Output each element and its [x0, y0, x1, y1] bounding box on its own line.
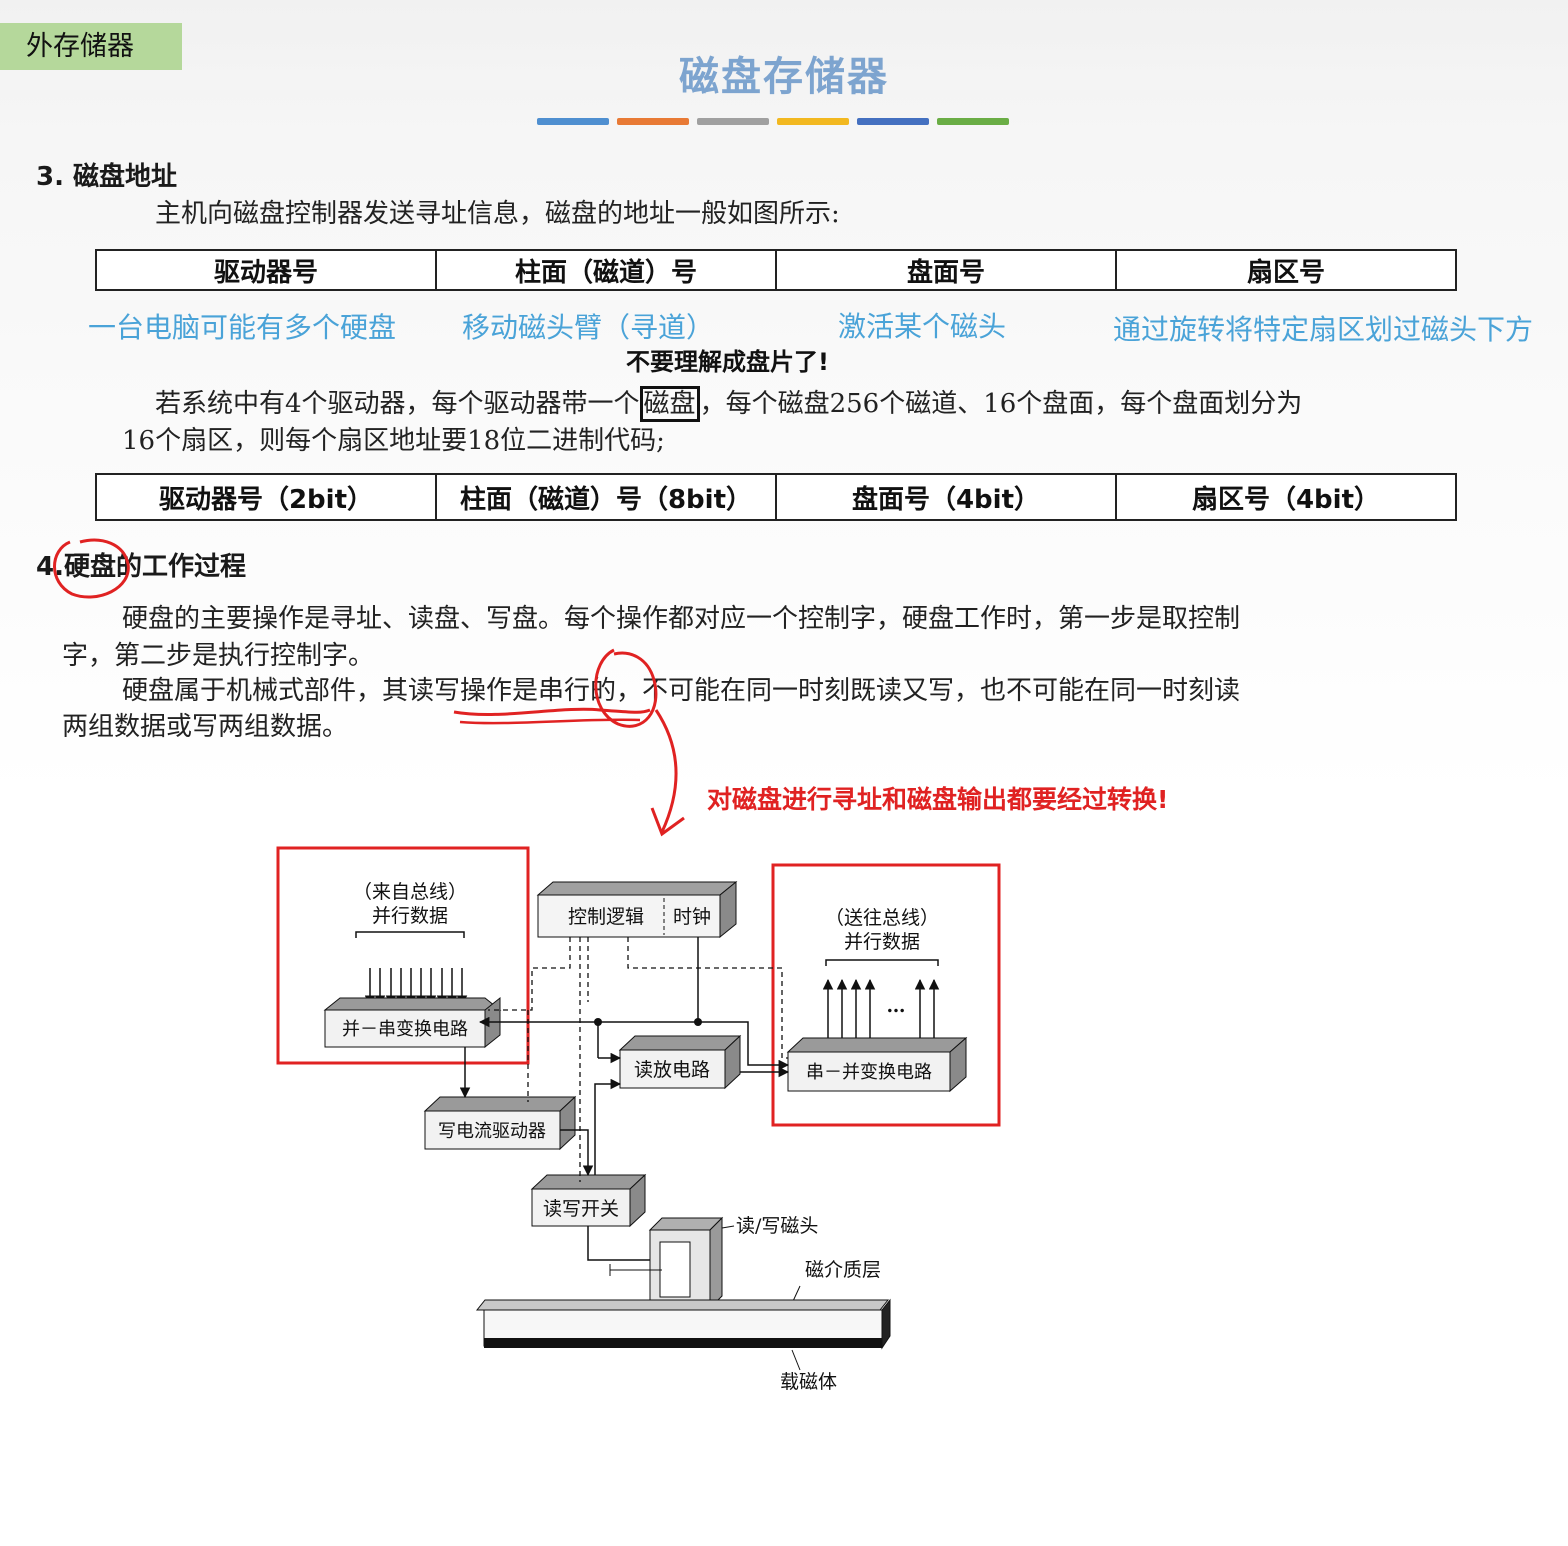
address-field-surface: 盘面号: [775, 249, 1117, 291]
para2-line2: 两组数据或写两组数据。: [62, 712, 349, 742]
para1-line2: 字，第二步是执行控制字。: [62, 641, 375, 671]
section4-number: 4.: [36, 552, 64, 582]
disk-platter: [475, 1298, 891, 1350]
label-from-bus: （来自总线）: [353, 881, 467, 903]
disk-rw-circuit-diagram: （来自总线） 并行数据 并－串变换电路 控制逻辑 时钟 （送往总线） 并行数据 …: [276, 846, 1001, 1393]
red-box-left: [276, 846, 530, 1065]
example-part1: 若系统中有4个驱动器，每个驱动器带一个: [155, 389, 640, 419]
chapter-tag: 外存储器: [0, 23, 182, 70]
red-underline-and-arrow: [453, 648, 685, 837]
control-logic-box: 控制逻辑 时钟: [536, 880, 738, 939]
read-amp-box: 读放电路: [618, 1034, 742, 1090]
label-substrate: 载磁体: [780, 1371, 837, 1393]
para2-part-b: 的，不可能在同一时刻既读又写，也不可能在同一时刻读: [590, 676, 1241, 706]
parallel-out-arrows: [822, 978, 940, 1040]
para2-line1: 硬盘属于机械式部件，其读写操作是串行的，不可能在同一时刻既读又写，也不可能在同一…: [122, 670, 1240, 707]
disk-address-table: 驱动器号 柱面（磁道）号 盘面号 扇区号: [95, 249, 1457, 291]
title-bar-5: [857, 118, 929, 125]
label-rw-switch: 读写开关: [543, 1198, 619, 1220]
title-bar-2: [617, 118, 689, 125]
bit-field-drive: 驱动器号（2bit）: [95, 473, 437, 521]
para1-line1: 硬盘的主要操作是寻址、读盘、写盘。每个操作都对应一个控制字，硬盘工作时，第一步是…: [122, 604, 1241, 634]
bit-field-surface: 盘面号（4bit）: [775, 473, 1117, 521]
section4-heading: 4.硬盘的工作过程: [36, 546, 246, 583]
title-bar-6: [937, 118, 1009, 125]
note-cylinder: 移动磁头臂（寻道）: [462, 311, 715, 344]
section4-circled-word: 硬盘: [63, 552, 116, 582]
bit-field-cylinder: 柱面（磁道）号（8bit）: [435, 473, 777, 521]
label-parallel-out: 并行数据: [844, 931, 920, 953]
rw-head: [609, 1216, 724, 1310]
write-driver-box: 写电流驱动器: [423, 1095, 577, 1151]
label-magnetic-layer: 磁介质层: [805, 1259, 881, 1281]
note-sector: 通过旋转将特定扇区划过磁头下方: [1113, 313, 1534, 346]
label-rw-head: 读/写磁头: [736, 1215, 818, 1237]
label-read-amp: 读放电路: [634, 1059, 710, 1081]
section3-intro: 主机向磁盘控制器发送寻址信息，磁盘的地址一般如图所示:: [155, 199, 840, 229]
title-bar-3: [697, 118, 769, 125]
bit-address-table: 驱动器号（2bit） 柱面（磁道）号（8bit） 盘面号（4bit） 扇区号（4…: [95, 473, 1457, 521]
example-line1: 若系统中有4个驱动器，每个驱动器带一个磁盘，每个磁盘256个磁道、16个盘面，每…: [155, 383, 1303, 422]
example-boxed-word: 磁盘: [639, 386, 700, 422]
section3-heading: 3. 磁盘地址: [36, 162, 178, 192]
label-clock: 时钟: [673, 906, 711, 928]
address-field-sector: 扇区号: [1115, 249, 1457, 291]
label-dots: …: [887, 995, 906, 1017]
section4-heading-rest: 的工作过程: [115, 552, 246, 582]
title-bar-1: [537, 118, 609, 125]
red-circle-annotation: [53, 538, 130, 599]
p2s-box: 并－串变换电路: [323, 996, 502, 1049]
title-color-bars: [537, 118, 1009, 125]
para2-part-a: 硬盘属于机械式部件，其: [122, 676, 409, 706]
s2p-box: 串－并变换电路: [786, 1036, 968, 1093]
title-bar-4: [777, 118, 849, 125]
bit-field-sector: 扇区号（4bit）: [1115, 473, 1457, 521]
aside-note: 不要理解成盘片了!: [626, 348, 829, 376]
example-part2: ，每个磁盘256个磁道、16个盘面，每个盘面划分为: [699, 389, 1303, 419]
note-drive: 一台电脑可能有多个硬盘: [88, 311, 397, 344]
para2-underlined: 读写操作是: [408, 676, 539, 706]
label-control-logic: 控制逻辑: [568, 906, 644, 928]
red-conversion-note: 对磁盘进行寻址和磁盘输出都要经过转换!: [707, 785, 1169, 814]
note-surface: 激活某个磁头: [838, 310, 1007, 343]
address-field-cylinder: 柱面（磁道）号: [435, 249, 777, 291]
label-s2p: 串－并变换电路: [806, 1062, 932, 1083]
address-field-drive: 驱动器号: [95, 249, 437, 291]
example-line2: 16个扇区，则每个扇区地址要18位二进制代码;: [122, 426, 665, 456]
label-p2s: 并－串变换电路: [342, 1019, 468, 1040]
label-to-bus: （送往总线）: [825, 907, 939, 929]
para2-circled: 串行: [538, 676, 591, 706]
label-parallel-in: 并行数据: [372, 905, 448, 927]
rw-switch-box: 读写开关: [530, 1173, 647, 1228]
label-write-driver: 写电流驱动器: [438, 1121, 546, 1142]
red-box-right: [771, 863, 1001, 1127]
page-title: 磁盘存储器: [679, 54, 889, 100]
